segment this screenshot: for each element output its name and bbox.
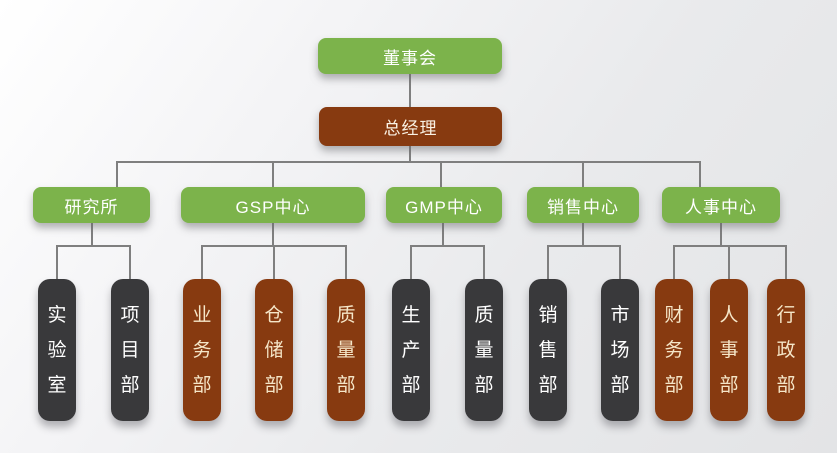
org-node-board: 董事会 (318, 38, 502, 74)
org-node-business-dept: 业 务 部 (183, 279, 221, 421)
line-group-gsp (201, 223, 347, 279)
org-node-marketing-dept: 市 场 部 (601, 279, 639, 421)
line-group-sales (547, 223, 621, 279)
org-node-project-dept: 项 目 部 (111, 279, 149, 421)
org-node-quality-dept-gsp: 质 量 部 (327, 279, 365, 421)
org-node-research-institute: 研究所 (33, 187, 150, 223)
org-node-laboratory: 实 验 室 (38, 279, 76, 421)
org-node-sales-center: 销售中心 (527, 187, 639, 223)
org-node-quality-dept-gmp: 质 量 部 (465, 279, 503, 421)
org-node-general-manager: 总经理 (319, 107, 502, 146)
org-node-production-dept: 生 产 部 (392, 279, 430, 421)
org-node-hr-center: 人事中心 (662, 187, 780, 223)
org-node-gmp-center: GMP中心 (386, 187, 502, 223)
org-node-finance-dept: 财 务 部 (655, 279, 693, 421)
org-node-gsp-center: GSP中心 (181, 187, 365, 223)
org-node-admin-dept: 行 政 部 (767, 279, 805, 421)
line-group-research (56, 223, 131, 279)
org-node-warehouse-dept: 仓 储 部 (255, 279, 293, 421)
line-group-hr (673, 223, 787, 279)
org-node-sales-dept: 销 售 部 (529, 279, 567, 421)
line-main-rail (116, 161, 701, 187)
line-group-gmp (410, 223, 485, 279)
org-node-hr-dept: 人 事 部 (710, 279, 748, 421)
